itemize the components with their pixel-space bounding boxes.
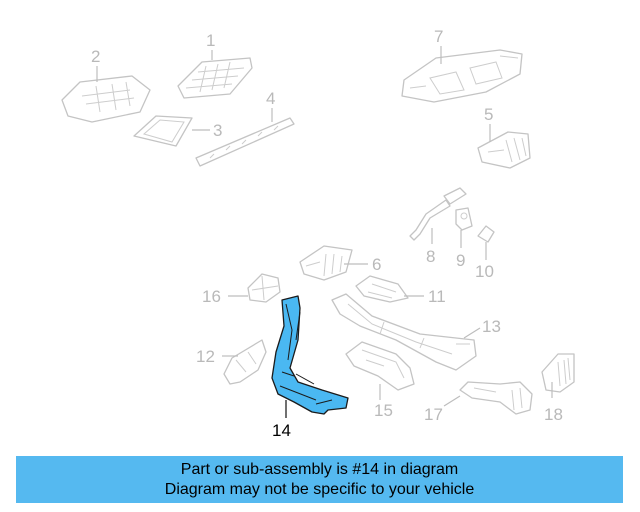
part-15-duct (345, 341, 415, 400)
callout-17: 17 (424, 405, 443, 424)
part-9-bracket (455, 207, 473, 248)
callout-18: 18 (544, 405, 563, 424)
part-14-highlighted-duct (271, 295, 349, 418)
callout-1: 1 (206, 31, 215, 50)
part-1-center-vent (177, 50, 253, 99)
callout-16: 16 (202, 287, 221, 306)
part-7-dash-vent (401, 46, 523, 103)
part-13-long-duct (331, 293, 481, 371)
callout-6: 6 (372, 255, 381, 274)
callout-8: 8 (426, 247, 435, 266)
part-12-bracket (222, 339, 267, 385)
part-2-defroster-duct (61, 66, 151, 123)
callout-4: 4 (266, 89, 275, 108)
part-17-duct (443, 381, 533, 415)
callout-14: 14 (272, 421, 291, 440)
callout-15: 15 (374, 401, 393, 420)
parts-diagram: 1 2 3 4 5 6 7 8 9 10 11 12 13 14 15 16 1… (61, 27, 575, 440)
callout-9: 9 (456, 251, 465, 270)
part-8-rod (409, 187, 467, 244)
info-banner: Part or sub-assembly is #14 in diagram D… (16, 456, 623, 503)
callout-3: 3 (213, 121, 222, 140)
banner-disclaimer-line: Diagram may not be specific to your vehi… (164, 481, 475, 498)
callout-5: 5 (484, 105, 493, 124)
part-11-duct (355, 275, 424, 303)
part-3-panel (133, 115, 210, 147)
part-4-strip (195, 108, 295, 167)
callout-7: 7 (434, 27, 443, 46)
callout-12: 12 (196, 347, 215, 366)
part-18-vent (541, 353, 575, 398)
callout-11: 11 (428, 287, 446, 306)
callout-2: 2 (91, 47, 100, 66)
callout-10: 10 (475, 262, 494, 281)
banner-part-line: Part or sub-assembly is #14 in diagram (180, 461, 459, 478)
part-16-block (228, 273, 281, 303)
callout-13: 13 (482, 317, 501, 336)
part-10-clip (477, 225, 495, 260)
part-5-side-vent (477, 124, 531, 169)
part-6-vent (299, 245, 368, 281)
